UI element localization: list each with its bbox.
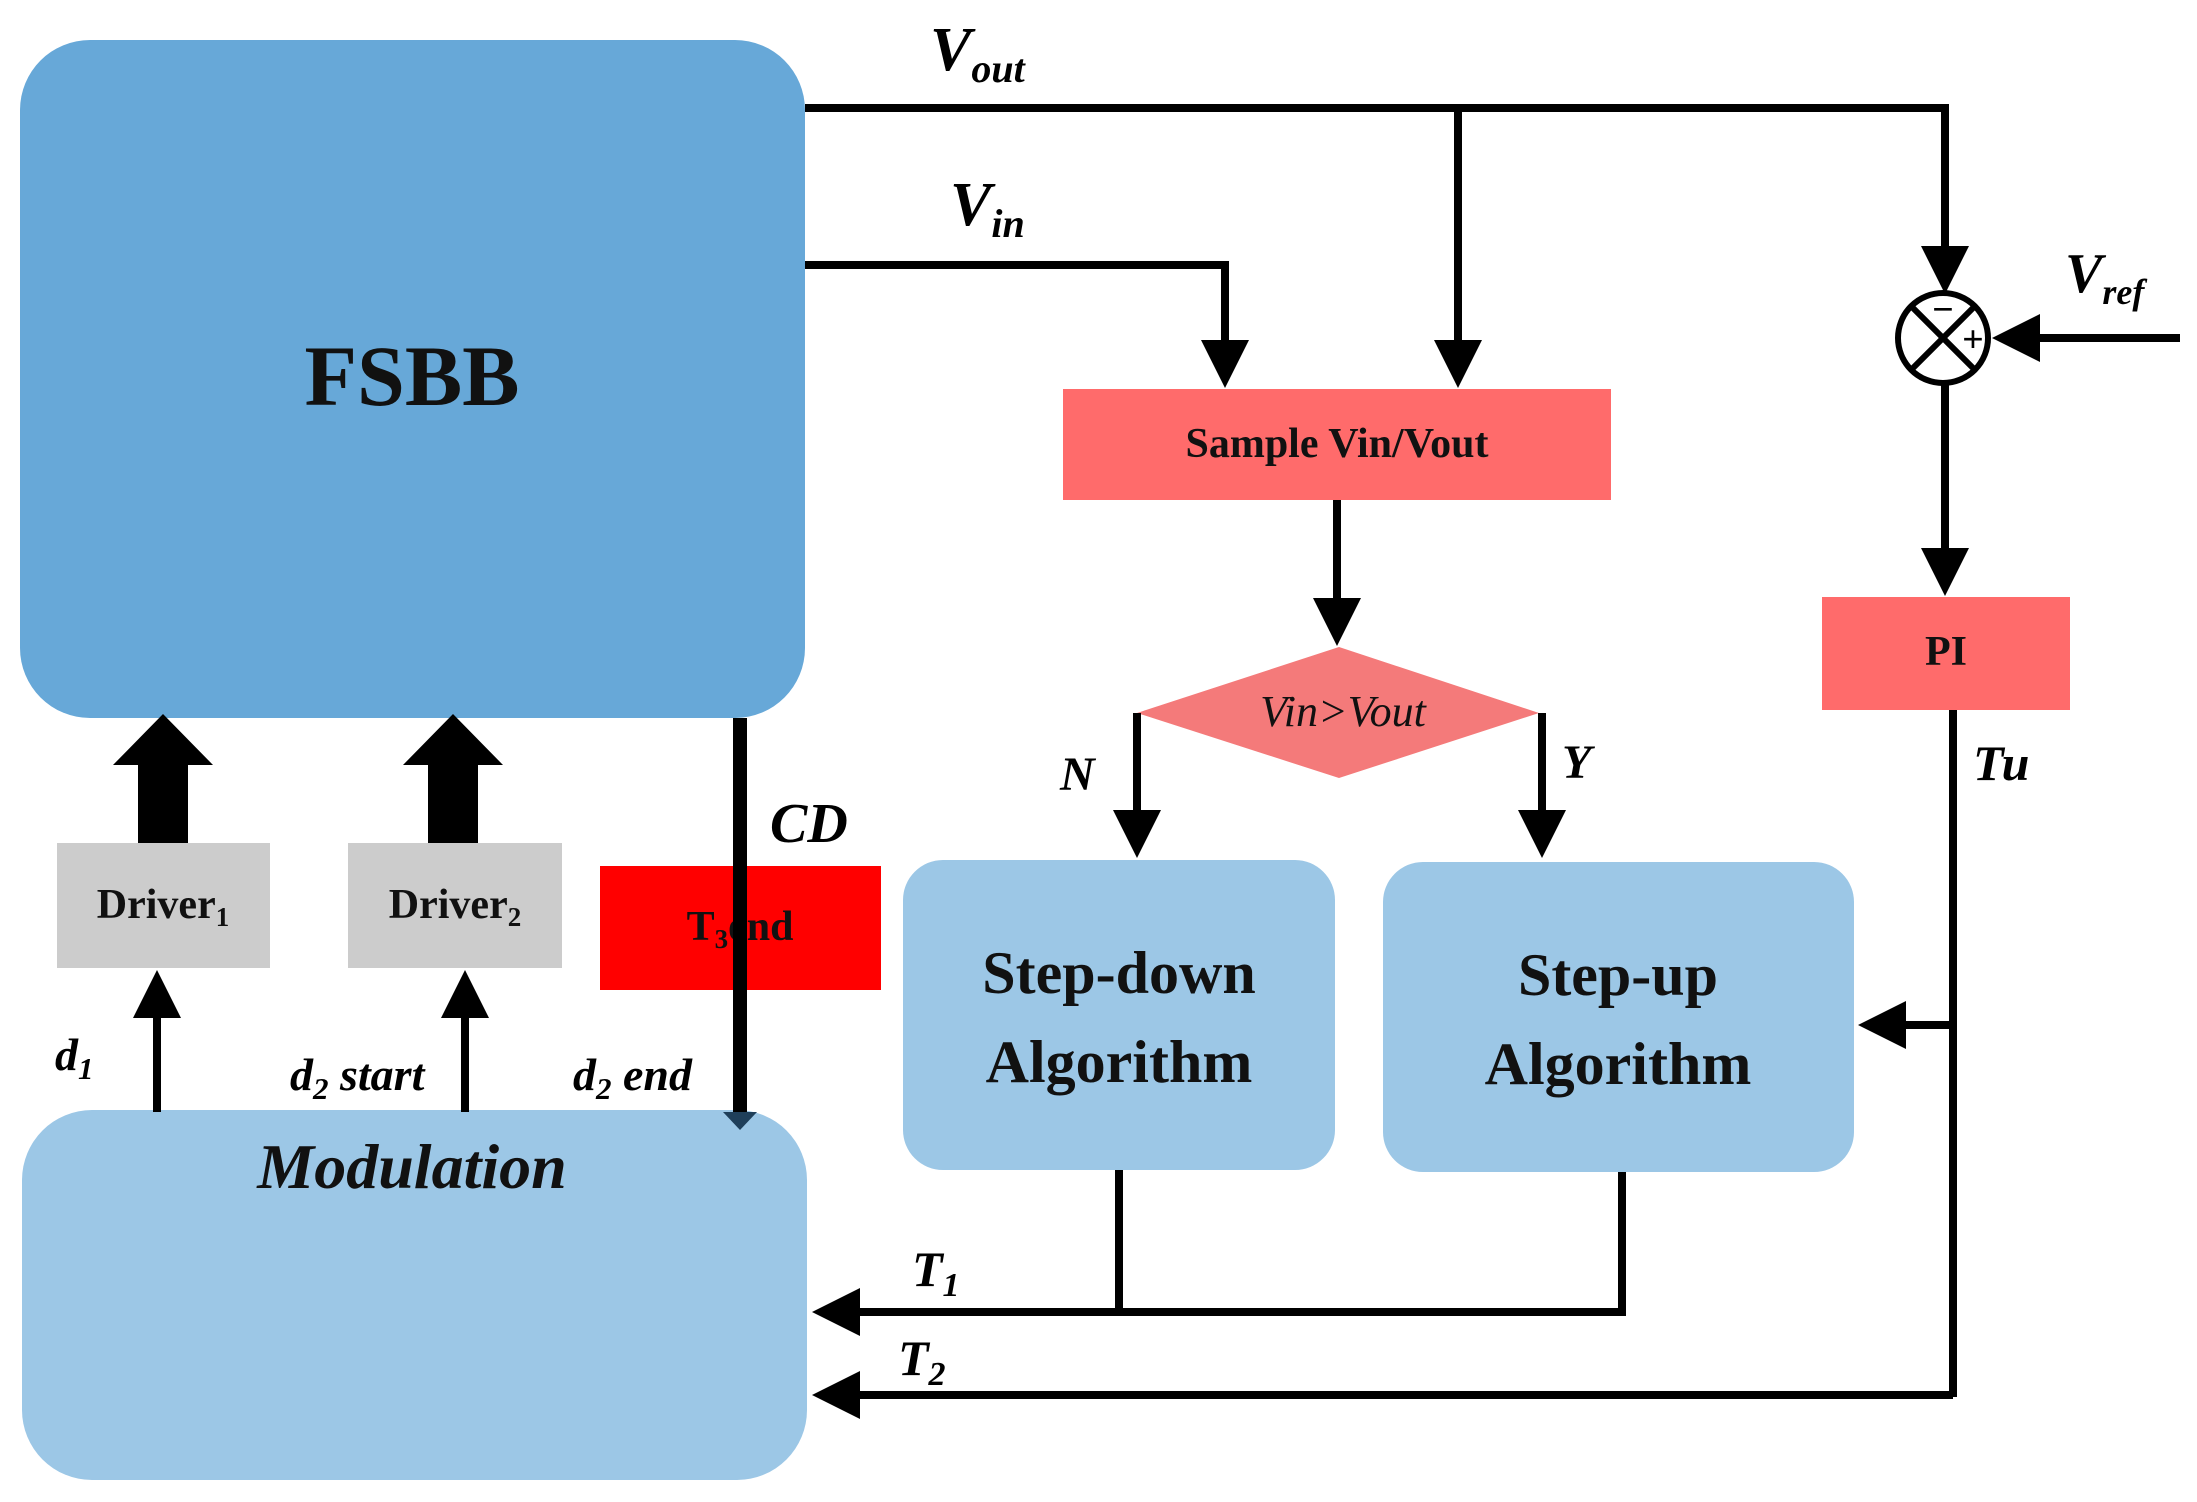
d1-label: d1	[55, 1029, 94, 1086]
t1-label: T1	[912, 1241, 960, 1304]
yes-label: Y	[1562, 736, 1595, 789]
decision-diamond	[1137, 647, 1539, 778]
summing-junction: − +	[1895, 289, 1991, 386]
d2end-label: d2 end	[573, 1049, 693, 1106]
driver1-block	[57, 843, 270, 968]
driver1-to-fsbb-arrow	[113, 714, 213, 843]
stepdown-label-2: Algorithm	[986, 1029, 1253, 1095]
sample-label: Sample Vin/Vout	[1185, 421, 1488, 467]
fsbb-block	[20, 40, 805, 718]
driver2-to-fsbb-arrow	[403, 714, 503, 843]
driver2-block	[348, 843, 562, 968]
stepup-label: Step-up	[1518, 942, 1718, 1008]
modulation-block	[22, 1110, 807, 1480]
vout-label: Vout	[930, 16, 1027, 91]
driver1-label: Driver1	[97, 882, 229, 932]
d2start-label: d2 start	[290, 1049, 426, 1106]
pi-label: PI	[1925, 629, 1967, 675]
plus-sign: +	[1962, 319, 1984, 361]
vref-label: Vref	[2065, 243, 2147, 312]
no-label: N	[1059, 748, 1097, 801]
stepup-block	[1383, 862, 1854, 1172]
minus-sign: −	[1932, 289, 1954, 331]
stepdown-block	[903, 860, 1335, 1170]
cd-arrowhead	[723, 1112, 757, 1130]
stepdown-label: Step-down	[982, 940, 1255, 1006]
stepup-label-2: Algorithm	[1485, 1031, 1752, 1097]
cd-label: CD	[770, 793, 848, 855]
vin-line-arrow	[805, 261, 1249, 388]
vin-label: Vin	[950, 171, 1025, 246]
pi-block	[1822, 597, 2070, 710]
tu-label: Tu	[1973, 735, 2030, 791]
sample-block	[1063, 389, 1611, 500]
fsbb-label: FSBB	[304, 328, 519, 424]
modulation-label: Modulation	[256, 1131, 566, 1202]
stepup-output-line	[1119, 1172, 1626, 1316]
driver2-label: Driver2	[389, 882, 521, 932]
decision-label: Vin>Vout	[1260, 687, 1428, 736]
t2-label: T2	[898, 1330, 946, 1393]
